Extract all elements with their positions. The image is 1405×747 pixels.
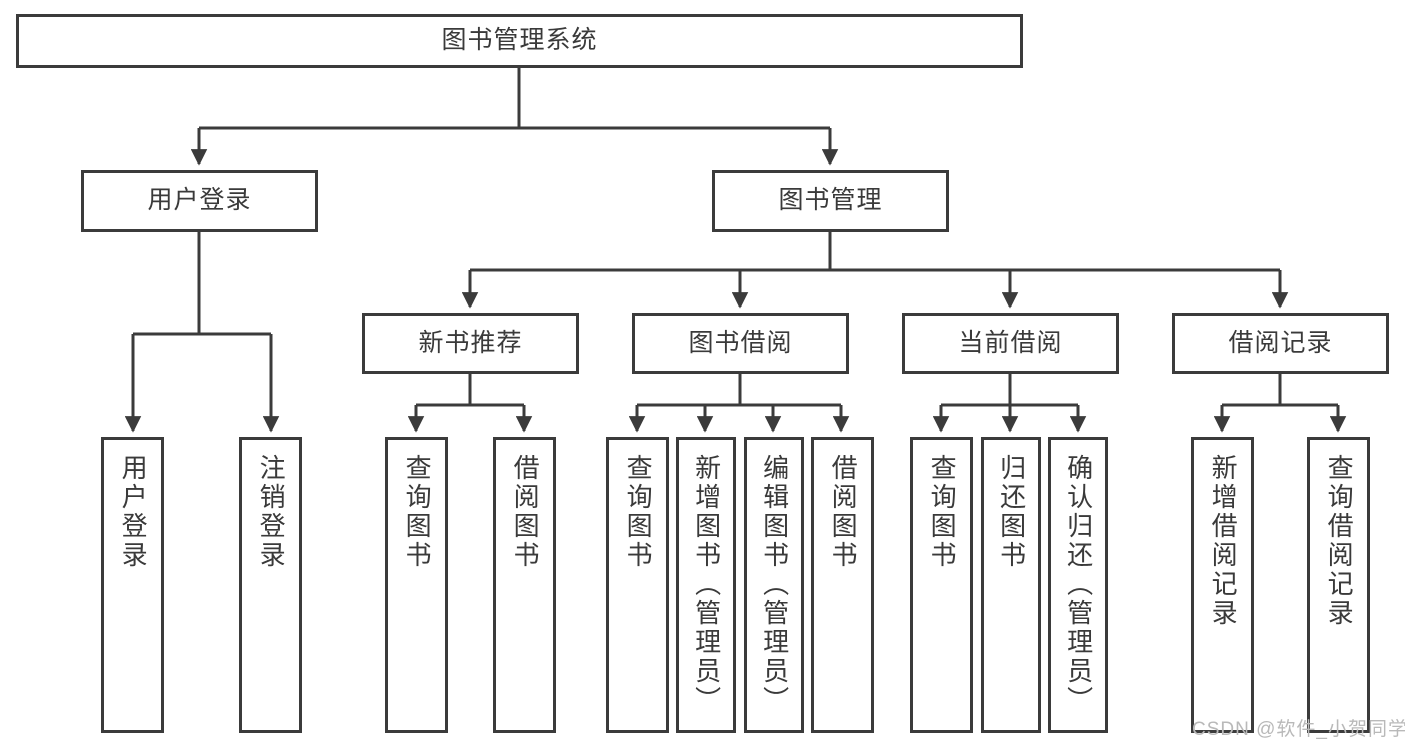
- node-leaf-query-book-2-label: 查询图书: [623, 454, 654, 570]
- node-leaf-query-record[interactable]: 查询借阅记录: [1307, 437, 1370, 733]
- node-new-book-recommend[interactable]: 新书推荐: [362, 313, 579, 374]
- node-leaf-query-book-1[interactable]: 查询图书: [385, 437, 448, 733]
- node-leaf-logout-label: 注销登录: [256, 454, 287, 570]
- node-borrow-record[interactable]: 借阅记录: [1172, 313, 1389, 374]
- node-book-borrow-label: 图书借阅: [688, 328, 793, 357]
- node-root[interactable]: 图书管理系统: [16, 14, 1023, 68]
- node-leaf-query-book-1-label: 查询图书: [402, 454, 433, 570]
- node-leaf-confirm-return-label: 确认归还（管理员）: [1063, 454, 1094, 715]
- node-leaf-confirm-return[interactable]: 确认归还（管理员）: [1048, 437, 1108, 733]
- node-current-borrow[interactable]: 当前借阅: [902, 313, 1119, 374]
- node-user-login[interactable]: 用户登录: [81, 170, 318, 232]
- node-book-manage-label: 图书管理: [778, 186, 883, 215]
- node-leaf-add-book[interactable]: 新增图书（管理员）: [676, 437, 736, 733]
- node-new-book-recommend-label: 新书推荐: [418, 328, 523, 357]
- node-user-login-label: 用户登录: [147, 186, 252, 215]
- node-leaf-add-record[interactable]: 新增借阅记录: [1191, 437, 1254, 733]
- node-leaf-borrow-book-2-label: 借阅图书: [828, 454, 859, 570]
- node-root-label: 图书管理系统: [441, 26, 598, 55]
- node-book-borrow[interactable]: 图书借阅: [632, 313, 849, 374]
- node-current-borrow-label: 当前借阅: [958, 328, 1063, 357]
- node-leaf-query-book-3[interactable]: 查询图书: [910, 437, 973, 733]
- node-leaf-query-book-3-label: 查询图书: [927, 454, 958, 570]
- node-leaf-borrow-book-1-label: 借阅图书: [510, 454, 541, 570]
- node-leaf-return-book-label: 归还图书: [996, 454, 1027, 570]
- node-leaf-query-record-label: 查询借阅记录: [1324, 454, 1355, 628]
- node-leaf-return-book[interactable]: 归还图书: [981, 437, 1041, 733]
- node-book-manage[interactable]: 图书管理: [712, 170, 949, 232]
- node-leaf-query-book-2[interactable]: 查询图书: [606, 437, 669, 733]
- node-leaf-borrow-book-1[interactable]: 借阅图书: [493, 437, 556, 733]
- node-leaf-add-record-label: 新增借阅记录: [1208, 454, 1239, 628]
- node-leaf-logout[interactable]: 注销登录: [239, 437, 302, 733]
- node-leaf-add-book-label: 新增图书（管理员）: [691, 454, 722, 715]
- node-borrow-record-label: 借阅记录: [1228, 328, 1333, 357]
- node-leaf-user-login-label: 用户登录: [118, 454, 149, 570]
- node-leaf-borrow-book-2[interactable]: 借阅图书: [811, 437, 874, 733]
- node-leaf-user-login[interactable]: 用户登录: [101, 437, 164, 733]
- node-leaf-edit-book-label: 编辑图书（管理员）: [759, 454, 790, 715]
- node-leaf-edit-book[interactable]: 编辑图书（管理员）: [744, 437, 804, 733]
